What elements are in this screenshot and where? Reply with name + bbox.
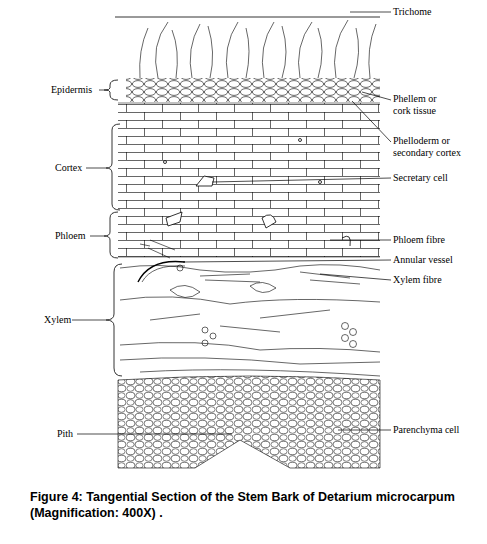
leader-line (212, 178, 391, 182)
part-label: Secretary cell (393, 172, 448, 184)
parenchyma-cells (118, 370, 380, 470)
trichome-hair (369, 24, 376, 78)
part-label: Trichome (393, 6, 432, 18)
xylem-line (120, 358, 380, 376)
xylem-line (120, 342, 380, 352)
leader-line (77, 434, 232, 435)
trichome-hair (246, 28, 249, 78)
leader-line (362, 92, 391, 100)
pith-outline (118, 376, 380, 468)
phloem-bracket (104, 212, 118, 258)
part-label: Epidermis (51, 84, 92, 96)
part-label: Pith (57, 428, 73, 440)
part-label: Xylem fibre (393, 274, 442, 286)
annular-vessel (138, 261, 185, 282)
trichome-hair (226, 22, 238, 78)
trichome-hair (172, 30, 177, 78)
figure-caption: Figure 4: Tangential Section of the Stem… (30, 489, 470, 521)
top-rule (115, 17, 380, 18)
leader-line (99, 90, 104, 91)
part-label: Phloem (55, 230, 86, 242)
secretary-cell-shape (164, 161, 167, 164)
trichome-hair (262, 22, 274, 78)
leader-line (90, 236, 104, 237)
part-label: Phloem fibre (393, 234, 445, 246)
annular-vessel (142, 266, 185, 282)
trichome-hair (282, 26, 286, 78)
leader-line (86, 168, 106, 169)
leader-line (183, 260, 391, 262)
xylem-fibre (200, 272, 360, 284)
secretary-cell-shape (319, 181, 322, 184)
part-label: Xylem (44, 314, 71, 326)
tissue-edge (118, 103, 380, 257)
xylem-bracket (106, 264, 122, 376)
secretary-cell-shape (342, 236, 350, 246)
xylem-fibre (150, 310, 330, 332)
trichome-hair (156, 22, 168, 78)
trichome-hair (190, 24, 200, 78)
secretary-cells (164, 139, 351, 247)
trichome-hair (140, 28, 148, 78)
xylem-vessel (177, 265, 183, 271)
trichomes (140, 20, 376, 78)
trichome-hair (208, 26, 213, 78)
xylem-vessel (342, 323, 349, 330)
xylem-line (120, 265, 380, 273)
leader-line (330, 240, 391, 241)
xylem-vessel (202, 340, 208, 346)
leader-line (338, 430, 391, 431)
cork-cells (126, 78, 380, 102)
trichome-hair (354, 28, 359, 78)
secretary-cell-shape (196, 176, 214, 186)
trichome-hair (335, 20, 349, 78)
xylem-vessel (342, 335, 349, 342)
leader-line (352, 101, 391, 142)
part-label: Phellem or cork tissue (393, 93, 453, 117)
part-label: Phelloderm or secondary cortex (393, 135, 469, 159)
xylem-cell (170, 282, 276, 297)
leader-line (320, 274, 391, 280)
secretary-cell-shape (262, 215, 276, 228)
cortex-bracket (106, 124, 120, 210)
xylem-vessel (350, 329, 357, 336)
xylem-vessel (350, 341, 357, 348)
pith-tissue (118, 370, 380, 470)
leader-line (72, 320, 106, 321)
leader-lines (72, 12, 391, 434)
phloem-fibre (140, 240, 175, 258)
xylem-line (120, 297, 380, 304)
xylem-vessel (210, 333, 216, 339)
part-label: Parenchyma cell (393, 424, 459, 436)
trichome-hair (318, 28, 322, 78)
xylem-vessel (202, 327, 208, 333)
part-label: Cortex (55, 162, 82, 174)
part-label: Annular vessel (393, 254, 453, 266)
trichome-hair (299, 22, 313, 78)
leader-line (350, 12, 391, 13)
secretary-cell-shape (299, 139, 302, 142)
secretary-cell-shape (166, 212, 182, 226)
cortex-phloem-cells (118, 103, 380, 257)
brackets (104, 80, 122, 376)
epidermis-bracket (104, 80, 118, 100)
